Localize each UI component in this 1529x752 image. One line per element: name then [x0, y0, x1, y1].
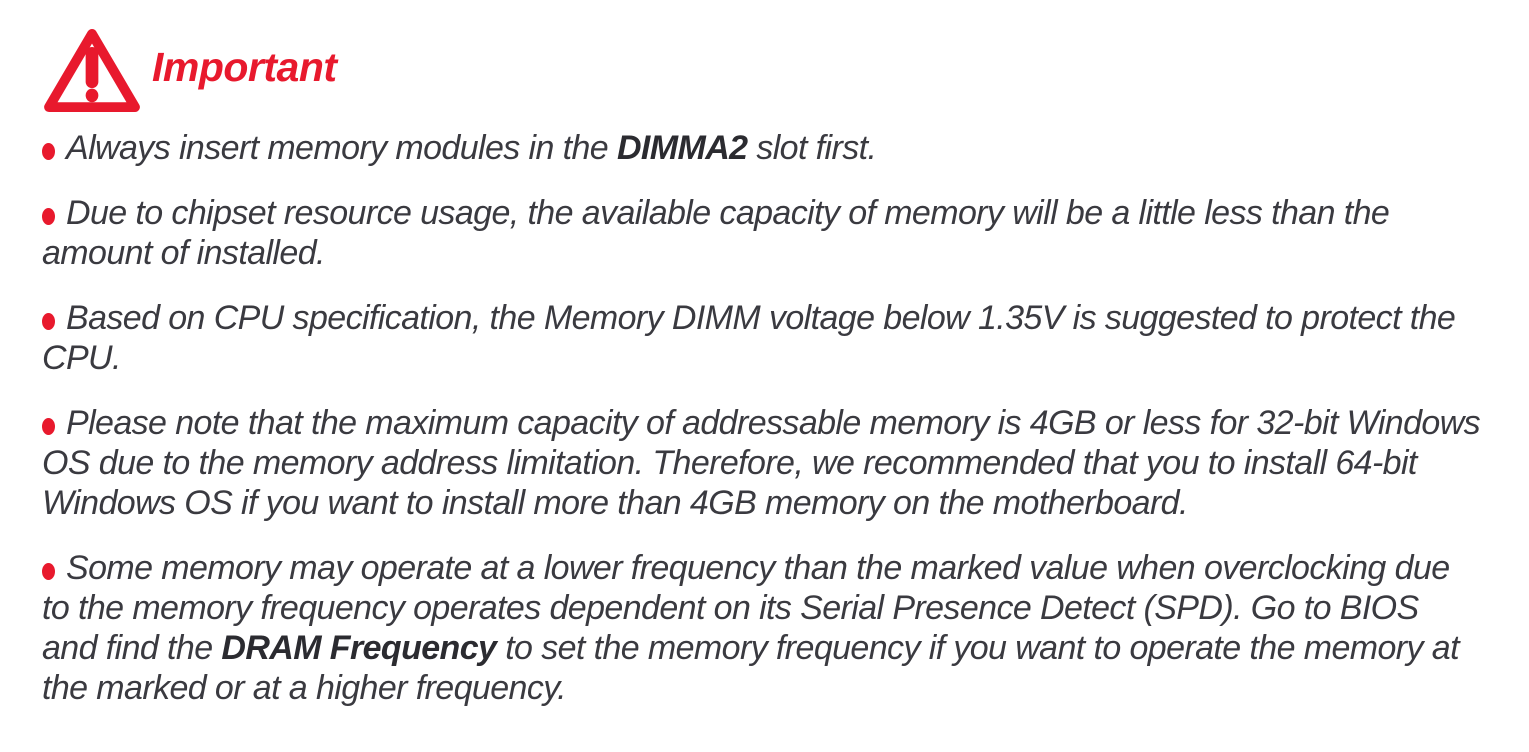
- note-text-bold: DIMMA2: [616, 129, 748, 167]
- bullet-icon: [42, 418, 55, 435]
- notes-list: Always insert memory modules in the DIMM…: [42, 128, 1482, 708]
- note-item: Always insert memory modules in the DIMM…: [42, 128, 1482, 168]
- note-text: Based on CPU specification, the Memory D…: [42, 299, 1456, 377]
- note-text: Please note that the maximum capacity of…: [42, 404, 1481, 522]
- warning-triangle-icon: [44, 28, 140, 113]
- note-text: Always insert memory modules in the: [66, 129, 617, 167]
- bullet-icon: [42, 313, 55, 330]
- note-item: Please note that the maximum capacity of…: [42, 403, 1482, 523]
- note-item: Based on CPU specification, the Memory D…: [42, 298, 1482, 378]
- important-header: Important: [42, 26, 1481, 114]
- note-text: slot first.: [747, 129, 877, 167]
- note-text: to set the memory frequency if you want …: [42, 629, 1460, 707]
- note-item: Due to chipset resource usage, the avail…: [42, 193, 1482, 273]
- note-item: Some memory may operate at a lower frequ…: [42, 548, 1482, 708]
- note-text: Some memory may operate at a lower frequ…: [42, 549, 1450, 667]
- bullet-icon: [42, 143, 55, 160]
- note-text-bold: DRAM Frequency: [221, 629, 497, 667]
- note-text: Due to chipset resource usage, the avail…: [42, 194, 1390, 272]
- bullet-icon: [42, 208, 55, 225]
- bullet-icon: [42, 563, 55, 580]
- section-title: Important: [152, 43, 337, 90]
